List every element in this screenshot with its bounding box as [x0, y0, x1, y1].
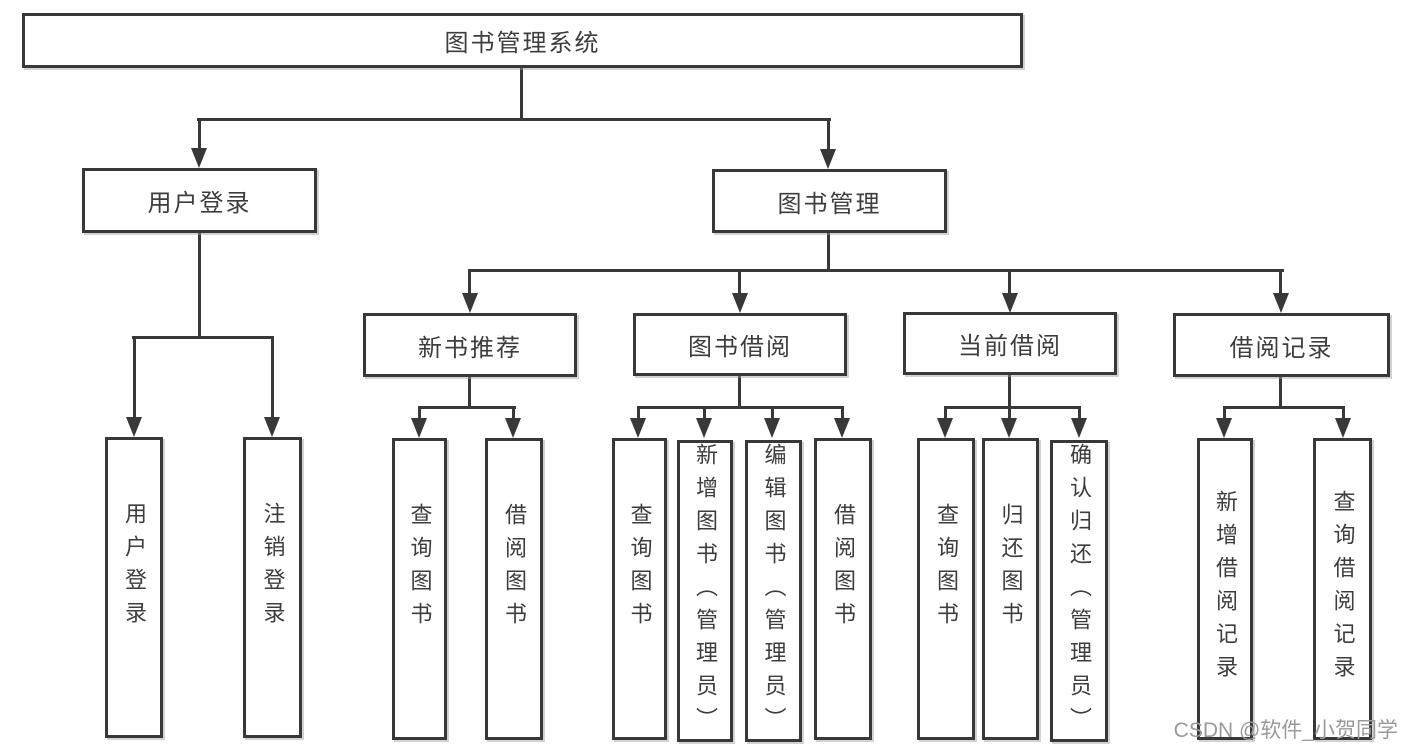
leaf-user-login-label: 用户登录 — [122, 501, 147, 634]
node-new-book-recommend: 新书推荐 — [363, 313, 577, 377]
edge-arrow-stem-bb-query — [637, 406, 640, 420]
node-book-management: 图书管理 — [712, 169, 947, 233]
arrowhead-down-icon — [1071, 418, 1087, 438]
arrowhead-down-icon — [126, 417, 142, 437]
edge-book-borrow-stub — [738, 376, 741, 409]
leaf-cb-confirm-return: 确认归还（管理员） — [1050, 440, 1108, 742]
leaf-logout-label: 注销登录 — [260, 501, 286, 634]
arrowhead-down-icon — [1273, 293, 1289, 313]
node-root: 图书管理系统 — [22, 13, 1023, 68]
node-user-login: 用户登录 — [82, 168, 317, 233]
arrowhead-down-icon — [696, 418, 712, 438]
arrowhead-down-icon — [1001, 418, 1017, 438]
edge-arrow-stem-user-login — [198, 118, 201, 150]
edge-current-borrow-stub — [1008, 375, 1011, 409]
edge-user-login-rail — [132, 336, 274, 339]
edge-arrow-stem-leaf-logout — [271, 336, 274, 419]
arrowhead-down-icon — [1335, 418, 1351, 438]
leaf-cb-return-books-label: 归还图书 — [998, 503, 1024, 635]
leaf-bb-query-books-label: 查询图书 — [627, 503, 653, 635]
arrowhead-down-icon — [264, 417, 280, 437]
arrowhead-down-icon — [1216, 418, 1232, 438]
node-book-borrow-label: 图书借阅 — [688, 334, 792, 361]
edge-arrow-stem-new-book-recommend — [468, 269, 471, 295]
arrowhead-down-icon — [462, 293, 478, 313]
leaf-cb-return-books: 归还图书 — [982, 438, 1039, 740]
edge-arrow-stem-rec-query — [418, 406, 421, 420]
leaf-br-query-record-label: 查询借阅记录 — [1330, 490, 1356, 688]
edge-current-borrow-rail — [944, 406, 1081, 409]
arrowhead-down-icon — [411, 418, 427, 438]
leaf-bb-query-books: 查询图书 — [612, 438, 667, 740]
edge-arrow-stem-current-borrow — [1008, 269, 1011, 295]
leaf-logout: 注销登录 — [243, 437, 302, 738]
node-book-management-label: 图书管理 — [777, 190, 882, 218]
edge-arrow-stem-br-query — [1342, 406, 1345, 420]
node-current-borrow: 当前借阅 — [903, 312, 1117, 375]
leaf-rec-borrow-books: 借阅图书 — [485, 438, 543, 740]
arrowhead-down-icon — [764, 418, 780, 438]
leaf-br-add-record-label: 新增借阅记录 — [1213, 490, 1238, 688]
edge-book-management-stub — [827, 233, 830, 272]
leaf-bb-borrow-books-label: 借阅图书 — [831, 503, 856, 635]
node-current-borrow-label: 当前借阅 — [958, 333, 1062, 360]
edge-root-stub — [520, 68, 523, 121]
node-borrow-records: 借阅记录 — [1173, 313, 1390, 377]
leaf-bb-edit-books: 编辑图书（管理员） — [745, 440, 802, 742]
edge-arrow-stem-cb-confirm — [1078, 406, 1081, 420]
leaf-bb-borrow-books: 借阅图书 — [814, 438, 872, 740]
edge-arrow-stem-bb-borrow — [841, 406, 844, 420]
arrowhead-down-icon — [191, 148, 207, 168]
arrowhead-down-icon — [1002, 293, 1018, 313]
leaf-cb-confirm-return-label: 确认归还（管理员） — [1067, 442, 1092, 740]
edge-arrow-stem-leaf-user-login — [133, 336, 136, 419]
edge-arrow-stem-br-add — [1223, 406, 1226, 420]
arrowhead-down-icon — [505, 418, 521, 438]
leaf-cb-query-books: 查询图书 — [917, 438, 975, 740]
arrowhead-down-icon — [834, 418, 850, 438]
arrowhead-down-icon — [732, 293, 748, 313]
edge-arrow-stem-bb-add — [703, 406, 706, 420]
edge-user-login-stub — [198, 233, 201, 339]
edge-arrow-stem-cb-query — [944, 406, 947, 420]
leaf-bb-edit-books-label: 编辑图书（管理员） — [761, 442, 787, 740]
node-book-borrow: 图书借阅 — [633, 313, 847, 376]
leaf-rec-query-books-label: 查询图书 — [407, 503, 433, 635]
leaf-user-login: 用户登录 — [105, 437, 163, 738]
edge-arrow-stem-rec-borrow — [512, 406, 515, 420]
leaf-rec-borrow-books-label: 借阅图书 — [502, 503, 527, 635]
arrowhead-down-icon — [630, 418, 646, 438]
edge-borrow-records-rail — [1223, 406, 1345, 409]
edge-arrow-stem-book-borrow — [738, 269, 741, 295]
edge-arrow-stem-borrow-records — [1279, 269, 1282, 295]
edge-arrow-stem-bb-edit — [771, 406, 774, 420]
leaf-bb-add-books: 新增图书（管理员） — [677, 440, 733, 742]
watermark: CSDN @软件_小贺同学 — [1173, 719, 1398, 742]
leaf-cb-query-books-label: 查询图书 — [934, 503, 959, 635]
edge-book-borrow-rail — [637, 406, 844, 409]
arrowhead-down-icon — [937, 418, 953, 438]
edge-new-book-recommend-rail — [418, 406, 516, 409]
edge-level2-rail — [197, 118, 831, 121]
leaf-br-add-record: 新增借阅记录 — [1197, 438, 1253, 740]
leaf-rec-query-books: 查询图书 — [392, 438, 447, 740]
arrowhead-down-icon — [820, 149, 836, 169]
edge-new-book-recommend-stub — [468, 377, 471, 409]
node-new-book-recommend-label: 新书推荐 — [418, 334, 522, 362]
leaf-bb-add-books-label: 新增图书（管理员） — [693, 442, 718, 740]
edge-borrow-records-stub — [1279, 377, 1282, 409]
node-user-login-label: 用户登录 — [147, 190, 252, 217]
node-root-label: 图书管理系统 — [444, 30, 601, 57]
edge-arrow-stem-book-management — [827, 118, 830, 151]
leaf-br-query-record: 查询借阅记录 — [1313, 438, 1372, 740]
node-borrow-records-label: 借阅记录 — [1229, 334, 1334, 362]
edge-book-management-rail — [468, 269, 1284, 272]
edge-arrow-stem-cb-return — [1008, 406, 1011, 420]
